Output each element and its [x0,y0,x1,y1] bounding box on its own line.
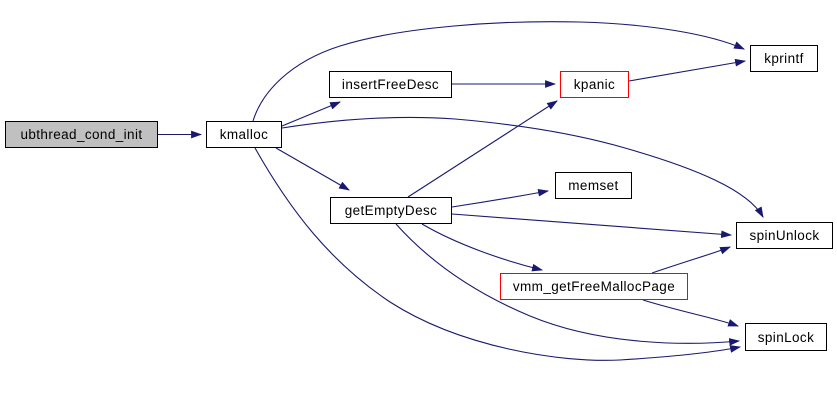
node-label: vmm_getFreeMallocPage [512,279,676,294]
node-label: kprintf [764,51,804,66]
node-label: memset [568,178,619,193]
edge-kmalloc-getEmptyDesc [275,147,350,191]
node-kmalloc[interactable]: kmalloc [206,121,282,148]
node-ubthread_cond_init: ubthread_cond_init [5,121,158,148]
edge-kmalloc-kprintf [252,21,746,122]
node-label: spinLock [757,329,815,345]
edge-vmm_getFreeMallocPage-spinUnlock [651,246,732,274]
node-spinLock[interactable]: spinLock [745,323,827,351]
edge-getEmptyDesc-spinLock [395,223,741,346]
edge-kpanic-kprintf [628,58,747,82]
node-kprintf[interactable]: kprintf [750,45,818,72]
edge-kmalloc-insertFreeDesc [281,101,342,127]
edge-getEmptyDesc-vmm_getFreeMallocPage [421,223,544,272]
node-label: spinUnlock [749,228,820,243]
node-insertFreeDesc[interactable]: insertFreeDesc [329,71,452,98]
edge-kmalloc-spinUnlock [281,116,764,218]
node-label: kpanic [573,77,616,92]
node-vmm_getFreeMallocPage[interactable]: vmm_getFreeMallocPage [500,273,688,300]
edge-kmalloc-spinLock [254,147,742,361]
node-label: ubthread_cond_init [20,127,143,142]
node-kpanic[interactable]: kpanic [560,71,629,98]
edge-vmm_getFreeMallocPage-spinLock [642,299,740,327]
node-label: insertFreeDesc [341,77,440,92]
node-getEmptyDesc[interactable]: getEmptyDesc [330,197,452,224]
node-label: getEmptyDesc [344,203,438,218]
node-memset[interactable]: memset [555,172,632,199]
node-spinUnlock[interactable]: spinUnlock [736,222,833,249]
edge-getEmptyDesc-memset [451,188,550,208]
node-label: kmalloc [219,127,269,142]
edge-getEmptyDesc-kpanic [407,100,558,198]
edge-getEmptyDesc-spinUnlock [451,213,733,239]
